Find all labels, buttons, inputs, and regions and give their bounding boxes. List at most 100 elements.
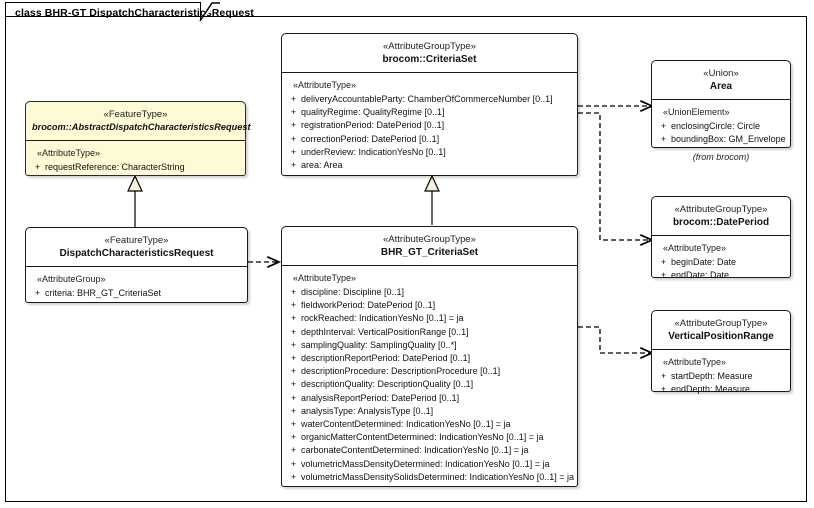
attribute-row: + descriptionQuality: DescriptionQuality … [286,378,573,391]
class-attribute-compartment: «AttributeType» +deliveryAccountablePart… [282,73,577,178]
attribute-text: organicMatterContentDetermined: Indicati… [301,432,544,443]
class-attribute-compartment: «AttributeType» +startDepth: Measure +en… [652,350,790,402]
class-name: DispatchCharacteristicsRequest [59,248,214,259]
attribute-row: + volumetricMassDensitySolidsDetermined: … [286,471,575,484]
attribute-text: underReview: IndicationYesNo [0..1] [301,146,446,157]
class-name: brocom::AbstractDispatchCharacteristicsR… [32,122,251,132]
visibility-marker: + [290,300,297,311]
stereotype-label: «Union» [703,68,739,79]
attribute-row: + qualityRegime: QualityRegime [0..1] [286,106,573,119]
visibility-marker: + [290,287,297,297]
class-name: VerticalPositionRange [668,331,774,342]
visibility-marker: + [290,146,297,157]
attribute-text: requestReference: CharacterString [45,162,185,172]
visibility-marker: + [290,405,297,416]
attribute-row: +registrationPeriod: DatePeriod [0..1] [286,119,573,132]
visibility-marker: + [290,313,297,324]
attribute-row: + underReview: IndicationYesNo [0..1] [286,146,573,159]
class-name: brocom::DatePeriod [672,217,770,228]
visibility-marker: + [290,326,297,337]
attribute-row: + requestReference: CharacterString [30,161,241,174]
visibility-marker: + [290,471,297,482]
class-abstract-dispatch-characteristics-request[interactable]: «FeatureType» brocom::AbstractDispatchCh… [25,101,251,176]
visibility-marker: + [660,270,667,281]
attribute-row: + analysisType: AnalysisType [0..1] [286,405,573,418]
attribute-group-label: «AttributeType» [663,243,727,253]
attribute-group-label: «AttributeGroup» [37,274,106,284]
attribute-group-label: «AttributeType» [663,357,727,367]
class-attribute-compartment: «AttributeType» +beginDate: Date +endDat… [652,236,790,288]
attribute-text: criteria: BHR_GT_CriteriaSet [45,288,162,298]
class-bhr-gt-criteriaset[interactable]: «AttributeGroupType» BHR_GT_CriteriaSet … [281,226,578,487]
class-header: «FeatureType» brocom::AbstractDispatchCh… [26,102,251,141]
attribute-group-label: «AttributeType» [37,148,101,158]
visibility-marker: + [290,339,297,350]
visibility-marker: + [660,371,667,381]
attribute-text: qualityRegime: QualityRegime [0..1] [301,107,445,118]
attribute-row: +descriptionProcedure: DescriptionProced… [286,365,573,378]
class-brocom-criteriaset[interactable]: «AttributeGroupType» brocom::CriteriaSet… [281,33,578,176]
class-dispatch-characteristics-request[interactable]: «FeatureType» DispatchCharacteristicsReq… [25,227,248,303]
attribute-row: +analysisReportPeriod: DatePeriod [0..1] [286,392,573,405]
diagram-frame [5,16,807,502]
attribute-row: +endDepth: Measure [656,383,786,396]
visibility-marker: + [660,257,667,267]
visibility-marker: + [290,379,297,390]
visibility-marker: + [290,419,297,430]
attribute-text: descriptionReportPeriod: DatePeriod [0..… [301,353,471,364]
class-header: «AttributeGroupType» VerticalPositionRan… [652,311,790,350]
attribute-text: depthInterval: VerticalPositionRange [0.… [301,326,469,337]
attribute-row: +deliveryAccountableParty: ChamberOfComm… [286,93,573,106]
visibility-marker: + [290,432,297,443]
attribute-text: discipline: Discipline [0..1] [301,287,405,297]
visibility-marker: + [290,133,297,144]
attribute-row: +endDate: Date [656,269,786,282]
visibility-marker: + [34,162,41,172]
attribute-text: rockReached: IndicationYesNo [0..1] = ja [301,313,464,324]
attribute-row: +fieldworkPeriod: DatePeriod [0..1] [286,299,573,312]
class-name: brocom::CriteriaSet [382,54,477,65]
class-header: «AttributeGroupType» BHR_GT_CriteriaSet [282,227,577,266]
visibility-marker: + [290,353,297,364]
visibility-marker: + [290,458,297,469]
attribute-text: area: Area [301,160,343,171]
attribute-group-label: «AttributeType» [293,273,357,283]
visibility-marker: + [660,384,667,395]
visibility-marker: + [290,160,297,171]
visibility-marker: + [290,107,297,118]
attribute-row: + depthInterval: VerticalPositionRange [0… [286,326,573,339]
attribute-text: volumetricMassDensitySolidsDetermined: I… [301,471,575,482]
attribute-text: waterContentDetermined: IndicationYesNo … [301,419,511,430]
stereotype-label: «FeatureType» [104,235,169,246]
attribute-group-label: «UnionElement» [663,107,730,117]
class-attribute-compartment: «AttributeType» + requestReference: Chara… [26,141,245,180]
visibility-marker: + [290,366,297,377]
attribute-group-label: «AttributeType» [293,80,357,90]
attribute-row: + descriptionReportPeriod: DatePeriod [0.… [286,352,573,365]
class-area-union[interactable]: «Union» Area «UnionElement» +enclosingCi… [651,60,791,148]
visibility-marker: + [34,288,41,298]
class-header: «FeatureType» DispatchCharacteristicsReq… [26,228,247,267]
visibility-marker: + [660,121,667,131]
stereotype-label: «FeatureType» [103,109,168,120]
attribute-text: analysisReportPeriod: DatePeriod [0..1] [301,392,460,403]
attribute-row: +boundingBox: GM_Envelope [656,133,786,146]
stereotype-label: «AttributeGroupType» [383,234,476,245]
class-attribute-compartment: «AttributeGroup» + criteria: BHR_GT_Crite… [26,267,247,306]
class-header: «Union» Area [652,61,790,100]
attribute-row: +startDepth: Measure [656,370,786,383]
attribute-row: + waterContentDetermined: IndicationYesNo… [286,418,573,431]
attribute-row: +volumetricMassDensityDetermined: Indica… [286,458,573,471]
class-vertical-position-range[interactable]: «AttributeGroupType» VerticalPositionRan… [651,310,791,394]
area-package-caption: (from brocom) [692,152,750,162]
stereotype-label: «AttributeGroupType» [674,318,768,329]
class-header: «AttributeGroupType» brocom::CriteriaSet [282,34,577,73]
attribute-text: descriptionQuality: DescriptionQuality [… [301,379,474,390]
attribute-row: + criteria: BHR_GT_CriteriaSet [30,287,243,300]
attribute-text: registrationPeriod: DatePeriod [0..1] [301,120,445,131]
attribute-row: +samplingQuality: SamplingQuality [0..*] [286,339,573,352]
class-brocom-dateperiod[interactable]: «AttributeGroupType» brocom::DatePeriod … [651,196,791,280]
attribute-text: analysisType: AnalysisType [0..1] [301,405,434,416]
stereotype-label: «AttributeGroupType» [383,41,476,52]
